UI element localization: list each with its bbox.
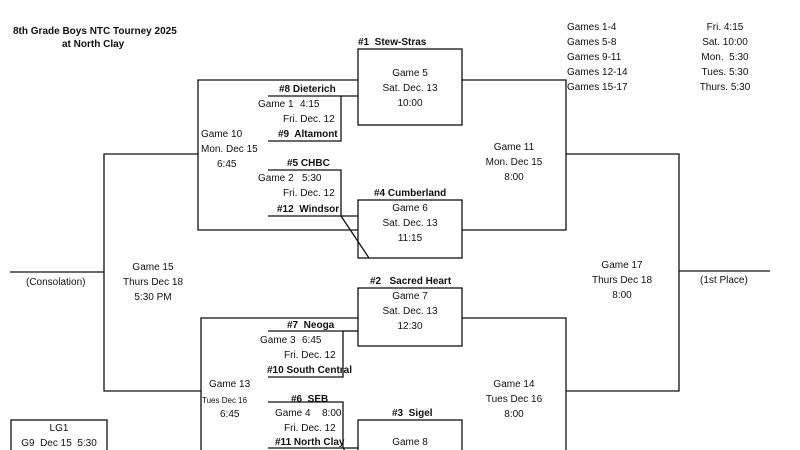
game13-time: 6:45 [220,409,240,420]
schedule-time-2: Sat. 10:00 [702,37,748,48]
game6-box [357,199,463,259]
tourney-title: 8th Grade Boys NTC Tourney 2025 [13,26,177,37]
team-seed-6: #6 SEB [291,394,329,405]
game3-time: 6:45 [302,335,322,346]
schedule-games-1: Games 1-4 [567,22,617,33]
schedule-time-1: Fri. 4:15 [706,22,744,33]
schedule-games-2: Games 5-8 [567,37,617,48]
team-seed-10: #10 South Central [267,365,353,376]
tourney-venue: at North Clay [62,39,125,50]
lg1-line: G9 Dec 15 5:30 [21,438,97,449]
game14-name: Game 14 [493,379,535,390]
schedule-time-3: Mon. 5:30 [701,52,749,63]
game6-time: 11:15 [397,233,423,244]
game7-box [357,287,463,347]
team-seed-4: #4 Cumberland [374,188,447,199]
game5-name: Game 5 [392,68,428,79]
team-seed-2: #2 Sacred Heart [370,276,452,287]
game14-time: 8:00 [504,409,524,420]
team-seed-1: #1 Stew-Stras [358,37,427,48]
team-seed-8: #8 Dieterich [279,84,336,95]
team-seed-11: #11 North Clay [275,437,345,448]
game4-bracket [268,401,344,449]
game13-name: Game 13 [209,379,251,390]
game2-time: 5:30 [302,173,322,184]
game10-date: Mon. Dec 15 [201,144,258,155]
schedule-games-3: Games 9-11 [567,52,622,63]
game6-date: Sat. Dec. 13 [382,218,438,229]
game5-date: Sat. Dec. 13 [382,83,438,94]
game14-bracket [462,317,567,450]
game7-name: Game 7 [392,291,428,302]
game2-date: Fri. Dec. 12 [283,188,335,199]
game1-date: Fri. Dec. 12 [283,114,335,125]
game1-name: Game 1 [258,99,294,110]
consolation-label: (Consolation) [26,277,86,288]
game11-date: Mon. Dec 15 [485,157,543,168]
game8-name: Game 8 [392,437,428,448]
game2-bracket [268,169,342,217]
game17-bracket [566,153,680,392]
game1-bracket [268,95,342,142]
lg1-box [10,419,108,450]
game5-time: 10:00 [397,98,423,109]
game5-box [357,48,463,126]
game6-name: Game 6 [392,203,428,214]
game10-name: Game 10 [201,129,243,140]
game11-time: 8:00 [504,172,524,183]
game17-time: 8:00 [612,290,632,301]
game11-name: Game 11 [493,142,535,153]
game7-time: 12:30 [397,321,423,332]
game13-date: Tues Dec 16 [202,396,248,405]
game15-name: Game 15 [132,262,174,273]
schedule-games-4: Games 12-14 [567,67,628,78]
game2-name: Game 2 [258,173,294,184]
schedule-time-4: Tues. 5:30 [701,67,749,78]
team-seed-3: #3 Sigel [392,408,433,419]
game4-time: 8:00 [322,408,342,419]
game17-date: Thurs Dec 18 [591,275,653,286]
schedule-games-5: Games 15-17 [567,82,628,93]
game13-bracket [200,317,358,450]
game8-box [357,419,463,450]
game3-bracket [268,330,344,378]
game4-date: Fri. Dec. 12 [284,423,336,434]
team-seed-12: #12 Windsor [277,204,340,215]
game10-time: 6:45 [217,159,237,170]
game1-time: 4:15 [300,99,320,110]
game14-date: Tues Dec 16 [485,394,543,405]
game15-time: 5:30 PM [134,292,172,303]
game11-bracket [462,79,567,231]
game3-date: Fri. Dec. 12 [284,350,336,361]
game10-bracket [197,79,358,231]
lg1-title: LG1 [49,423,69,434]
game2-slant [340,215,370,259]
team-seed-9: #9 Altamont [278,129,338,140]
team-seed-5: #5 CHBC [287,158,330,169]
first-place-label: (1st Place) [700,275,748,286]
game15-date: Thurs Dec 18 [122,277,184,288]
game17-name: Game 17 [601,260,643,271]
game4-name: Game 4 [275,408,311,419]
schedule-time-5: Thurs. 5:30 [699,82,751,93]
game3-name: Game 3 [260,335,296,346]
team-seed-7: #7 Neoga [287,320,335,331]
game7-date: Sat. Dec. 13 [382,306,438,317]
